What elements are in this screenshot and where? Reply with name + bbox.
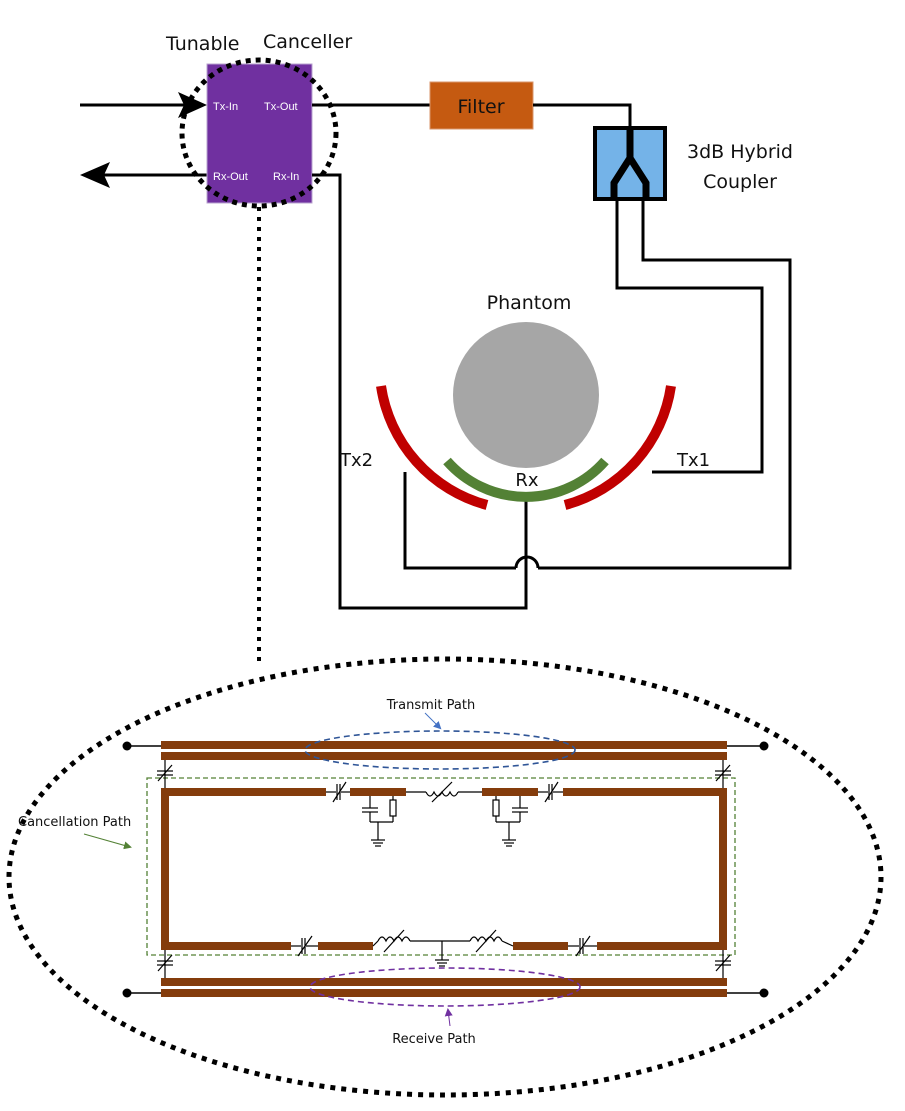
variable-capacitor-icon [538, 781, 563, 803]
variable-capacitor-icon [291, 935, 318, 957]
variable-capacitor-icon [326, 781, 350, 803]
wire-tx2-b [403, 472, 516, 570]
transmit-coupled-line [122, 741, 769, 760]
tunable-canceller-block [206, 63, 313, 204]
shunt-varactor-group-right [492, 796, 528, 847]
receive-coupled-line [122, 978, 769, 998]
canceller-title-2: Canceller [263, 31, 352, 53]
variable-capacitor-icon [157, 950, 173, 978]
tx1-coil [563, 385, 676, 510]
variable-capacitor-icon [157, 760, 173, 788]
phantom [453, 322, 599, 468]
variable-inductor-icon [406, 781, 482, 803]
variable-capacitor-icon [715, 760, 731, 788]
coupler-label-2: Coupler [703, 171, 777, 193]
tx2-coil [376, 385, 489, 510]
rx-coil [443, 457, 609, 502]
tx1-label: Tx1 [676, 450, 710, 471]
variable-capacitor-icon [568, 935, 597, 957]
zoom-circle [179, 57, 339, 209]
detail-ellipse [6, 656, 884, 1098]
tunable-components [157, 760, 731, 978]
transmit-path-label: Transmit Path [386, 698, 475, 713]
cancellation-path-box [146, 777, 736, 956]
filter-label: Filter [457, 96, 504, 118]
canceller-title-1: Tunable [165, 33, 239, 55]
tx2-label: Tx2 [339, 450, 373, 471]
receive-path-marker [309, 967, 581, 1007]
variable-inductor-icon [469, 929, 514, 953]
tx-input-arrow [80, 92, 207, 118]
receive-path-label: Receive Path [392, 1032, 476, 1047]
phantom-label: Phantom [487, 292, 572, 314]
wire-rx [312, 173, 528, 610]
rx-label: Rx [515, 470, 539, 491]
coupler-split-icon [610, 128, 650, 199]
coupler-label-1: 3dB Hybrid [687, 141, 793, 163]
variable-capacitor-icon [715, 950, 731, 978]
port-rx-in: Rx-In [273, 171, 299, 183]
cancellation-path-label: Cancellation Path [18, 815, 131, 830]
cancellation-traces [161, 788, 727, 950]
variable-inductor-icon [372, 929, 470, 953]
shunt-varactor-group-left [362, 796, 397, 847]
ground-icon [435, 941, 449, 967]
port-rx-out: Rx-Out [213, 171, 248, 183]
wire-tx1 [615, 199, 764, 474]
wire-tx2-a [538, 199, 792, 570]
rx-output-arrow [80, 162, 208, 188]
port-tx-out: Tx-Out [264, 101, 298, 113]
port-tx-in: Tx-In [213, 101, 238, 113]
transmit-path-marker [304, 730, 576, 770]
